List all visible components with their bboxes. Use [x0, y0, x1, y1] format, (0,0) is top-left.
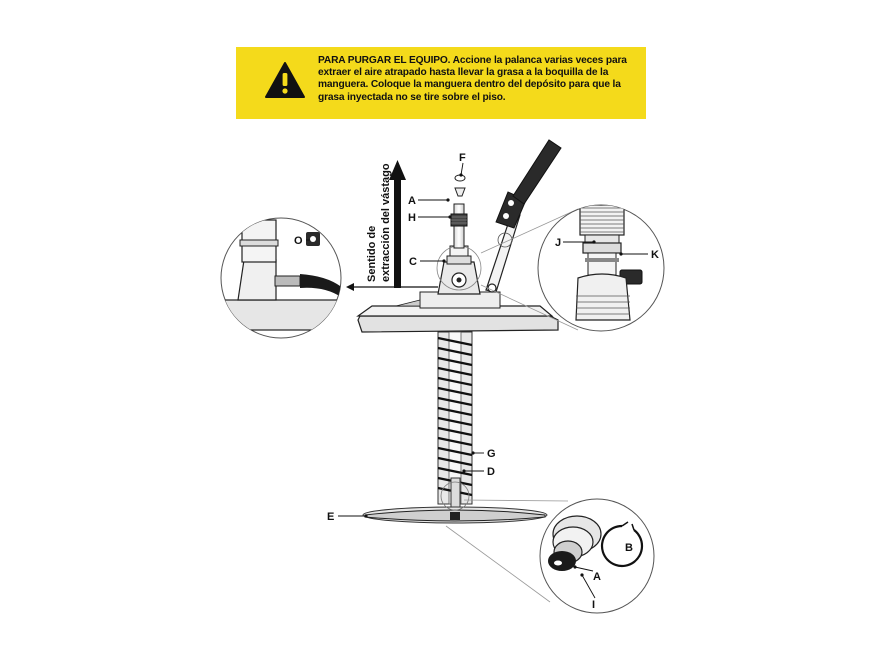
detail-hose-outlet	[220, 217, 342, 339]
direction-label-line1: Sentido de	[366, 226, 378, 282]
label-F: F	[459, 152, 466, 164]
label-E: E	[327, 511, 334, 523]
label-O: O	[294, 235, 303, 247]
warning-banner: PARA PURGAR EL EQUIPO. Accione la palanc…	[236, 47, 646, 119]
warning-body: Accione la palanca varias veces para ext…	[318, 55, 627, 103]
extraction-arrow	[389, 160, 406, 288]
label-I: I	[592, 599, 595, 611]
detail-foot-valve	[445, 498, 655, 614]
callout-lines	[306, 162, 648, 599]
lid	[356, 291, 559, 333]
follower-plate	[362, 481, 548, 524]
pump-head	[436, 174, 482, 295]
direction-label-line2: extracción del vástago	[380, 163, 392, 282]
warning-title: PARA PURGAR EL EQUIPO.	[318, 55, 451, 66]
label-G: G	[487, 448, 496, 460]
warning-text: PARA PURGAR EL EQUIPO. Accione la palanc…	[318, 55, 640, 104]
label-K: K	[651, 249, 659, 261]
detail-valve	[480, 204, 665, 332]
label-D: D	[487, 466, 495, 478]
label-A-detail: A	[593, 571, 601, 583]
label-H: H	[408, 212, 416, 224]
label-C: C	[409, 256, 417, 268]
label-J: J	[555, 237, 561, 249]
label-B: B	[625, 542, 633, 554]
suction-spring	[437, 331, 473, 513]
pump-lever	[485, 139, 562, 293]
callout-dots	[364, 173, 623, 577]
left-pointer-arrowhead	[346, 283, 354, 291]
warning-triangle-icon	[265, 62, 305, 98]
label-A: A	[408, 195, 416, 207]
